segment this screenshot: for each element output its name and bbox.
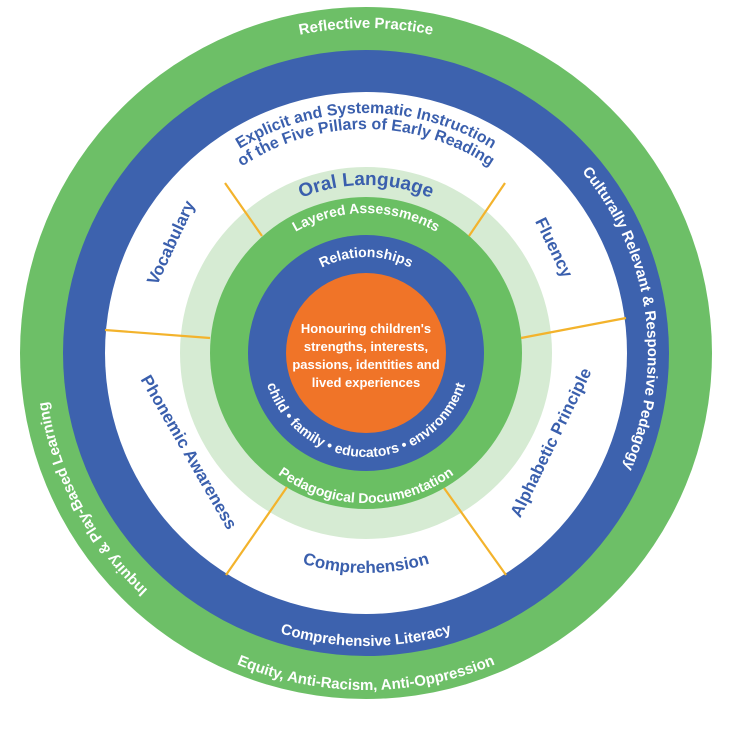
pillar-dividers — [104, 182, 627, 576]
reflective-practice-label: Reflective Practice — [297, 15, 434, 39]
divider-bottom-left — [225, 486, 288, 576]
divider-right — [520, 316, 627, 340]
center-orange-circle — [286, 273, 446, 433]
divider-bottom-right — [443, 487, 507, 576]
divider-top-left — [224, 182, 263, 237]
center-line-3: passions, identities and — [292, 357, 439, 372]
divider-top-right — [468, 182, 506, 237]
center-line-2: strengths, interests, — [304, 339, 428, 354]
center-statement: Honouring children's strengths, interest… — [292, 321, 439, 390]
center-line-4: lived experiences — [312, 375, 420, 390]
divider-left — [104, 328, 211, 340]
center-line-1: Honouring children's — [301, 321, 431, 336]
